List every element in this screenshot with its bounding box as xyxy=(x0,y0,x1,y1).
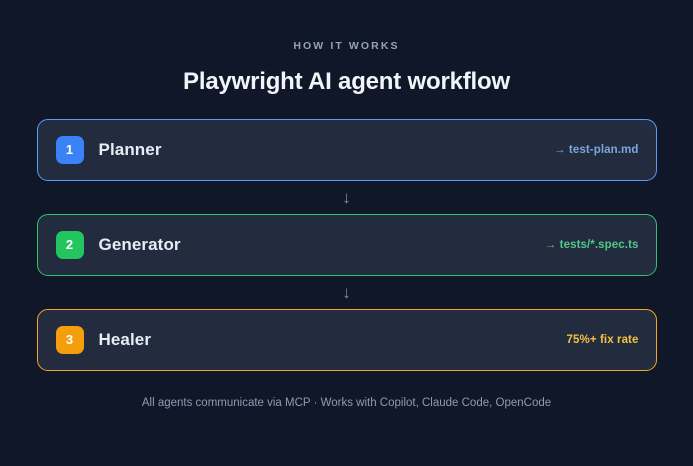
step-number-badge: 3 xyxy=(55,325,84,354)
step-number-badge: 2 xyxy=(55,230,84,259)
step-number-badge: 1 xyxy=(55,135,84,164)
workflow-step-healer[interactable]: 3 Healer 75%+ fix rate xyxy=(36,308,657,371)
workflow-step-generator[interactable]: 2 Generator → tests/*.spec.ts xyxy=(36,213,657,276)
arrow-down-icon: ↓ xyxy=(342,282,351,302)
footer-note: All agents communicate via MCP · Works w… xyxy=(141,396,552,409)
flow-connector-1: ↓ xyxy=(37,181,657,214)
page-title: Playwright AI agent workflow xyxy=(183,67,510,95)
workflow-step-planner[interactable]: 1 Planner → test-plan.md xyxy=(36,118,657,181)
step-metric-label: 75%+ fix rate xyxy=(566,333,639,346)
step-output-label: → tests/*.spec.ts xyxy=(544,238,639,251)
step-title: Planner xyxy=(98,139,162,159)
step-output-label: → test-plan.md xyxy=(554,143,639,156)
step-title: Healer xyxy=(98,329,152,349)
arrow-down-icon: ↓ xyxy=(342,187,351,207)
step-title: Generator xyxy=(98,234,181,254)
section-eyebrow: HOW IT WORKS xyxy=(293,40,400,52)
flow-connector-2: ↓ xyxy=(37,276,657,309)
workflow-steps: 1 Planner → test-plan.md ↓ 2 Generator →… xyxy=(36,118,657,371)
